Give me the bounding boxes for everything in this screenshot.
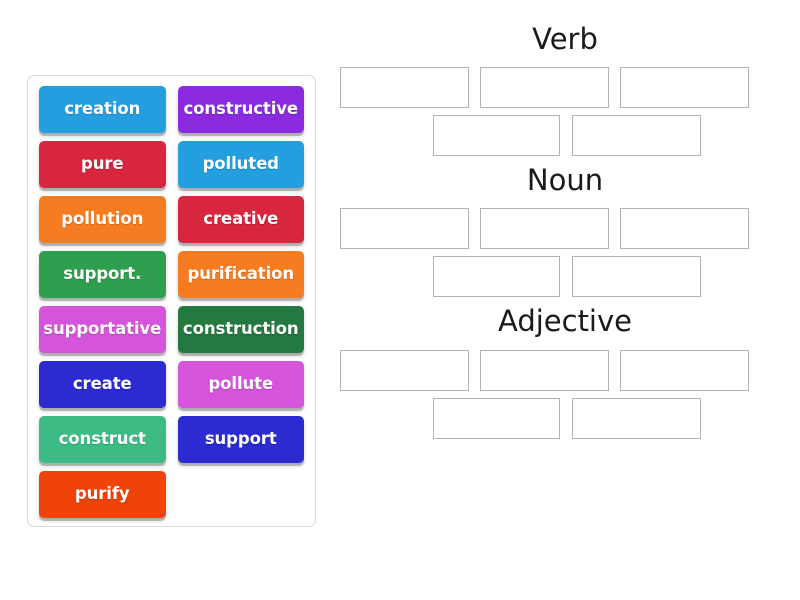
drop-zone[interactable] <box>572 256 701 298</box>
tile-slot: create <box>33 357 172 412</box>
drop-zone-row <box>340 208 790 250</box>
tile-slot: purification <box>172 247 311 302</box>
drop-zone[interactable] <box>480 67 609 109</box>
drop-zone[interactable] <box>433 115 560 157</box>
drop-zone[interactable] <box>340 349 469 391</box>
word-tile[interactable]: pollution <box>39 196 166 243</box>
drop-zone[interactable] <box>433 256 560 298</box>
drop-zone[interactable] <box>620 349 749 391</box>
word-tile[interactable]: purification <box>177 251 304 298</box>
word-tile[interactable]: creative <box>177 196 304 243</box>
drop-zone[interactable] <box>620 67 749 109</box>
category-section: Adjective <box>340 304 790 439</box>
tile-slot: creation <box>33 82 172 137</box>
category-section: Verb <box>340 22 790 157</box>
category-section: Noun <box>340 163 790 298</box>
tile-slot: constructive <box>172 82 311 137</box>
word-tile[interactable]: creation <box>39 86 166 133</box>
word-tile[interactable]: purify <box>39 471 166 518</box>
word-tile[interactable]: construction <box>177 306 304 353</box>
drop-zone-row <box>340 256 790 298</box>
drop-zone[interactable] <box>620 208 749 250</box>
word-tile[interactable]: create <box>39 361 166 408</box>
tile-placeholder <box>178 471 305 518</box>
tile-slot: purify <box>33 467 172 522</box>
category-title: Verb <box>532 22 598 56</box>
tile-slot-empty <box>172 467 311 522</box>
tile-slot: support <box>172 412 311 467</box>
word-tile[interactable]: support. <box>39 251 166 298</box>
word-tile[interactable]: supportative <box>39 306 166 353</box>
drop-zone[interactable] <box>572 397 701 439</box>
tile-slot: supportative <box>33 302 172 357</box>
drop-zone-row <box>340 349 790 391</box>
drop-zone-row <box>340 115 790 157</box>
tile-slot: construction <box>172 302 311 357</box>
word-tile[interactable]: construct <box>39 416 166 463</box>
tile-slot: construct <box>33 412 172 467</box>
word-tile[interactable]: support <box>177 416 304 463</box>
drop-zone-row <box>340 67 790 109</box>
drop-zone-row <box>340 397 790 439</box>
word-tile[interactable]: pure <box>39 141 166 188</box>
tile-slot: pollute <box>172 357 311 412</box>
category-title: Noun <box>526 163 604 198</box>
drop-zone[interactable] <box>480 349 609 391</box>
word-tile[interactable]: constructive <box>177 86 304 133</box>
drop-zone[interactable] <box>340 208 469 250</box>
word-tile[interactable]: pollute <box>177 361 304 408</box>
drop-zone[interactable] <box>340 67 469 109</box>
drop-zone[interactable] <box>433 397 560 439</box>
drop-zone[interactable] <box>572 115 701 157</box>
word-tile[interactable]: polluted <box>177 141 304 188</box>
tile-slot: polluted <box>172 137 311 192</box>
drop-zone[interactable] <box>480 208 609 250</box>
tile-slot: pure <box>33 137 172 192</box>
tile-slot: creative <box>172 192 311 247</box>
tile-slot: support. <box>33 247 172 302</box>
category-title: Adjective <box>497 304 632 339</box>
tile-slot: pollution <box>33 192 172 247</box>
